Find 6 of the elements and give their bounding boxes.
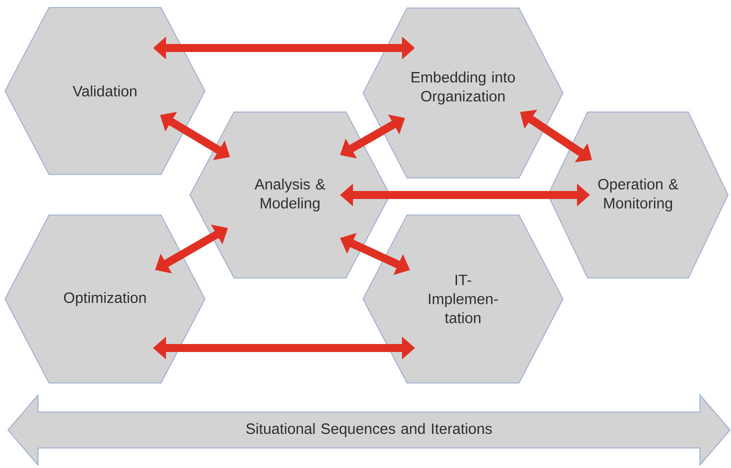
hexagon-box: IT- Implemen- tation — [362, 214, 564, 384]
hexagon-box: Optimization — [4, 214, 206, 384]
hexagon-box: Embedding into Organization — [362, 8, 564, 178]
hexagon-box: Analysis & Modeling — [190, 112, 390, 278]
hexagon-box: Validation — [4, 7, 206, 175]
hexagon-box: Operation & Monitoring — [548, 112, 728, 278]
